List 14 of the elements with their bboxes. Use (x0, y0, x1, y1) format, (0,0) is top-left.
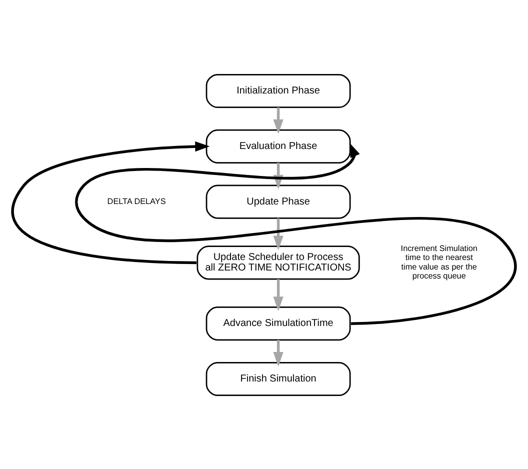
label: Increment Simulation time to the nearest time value as per the process queue (400, 244, 478, 280)
arrow (11, 140, 210, 264)
arrow (75, 142, 516, 324)
node-box: Update Scheduler to Process all ZERO TIME NOTIFICATIONS (196, 245, 360, 280)
node-box: Advance SimulationTime (206, 306, 351, 340)
node-box: Finish Simulation (206, 361, 351, 396)
arrow (273, 340, 284, 366)
arrow (273, 218, 284, 250)
arrow (273, 106, 284, 134)
node-box: Initialization Phase (206, 73, 351, 108)
node-box: Update Phase (206, 184, 351, 218)
node-box: Evaluation Phase (206, 128, 351, 163)
arrow (273, 278, 284, 311)
label: DELTA DELAYS (107, 196, 166, 206)
